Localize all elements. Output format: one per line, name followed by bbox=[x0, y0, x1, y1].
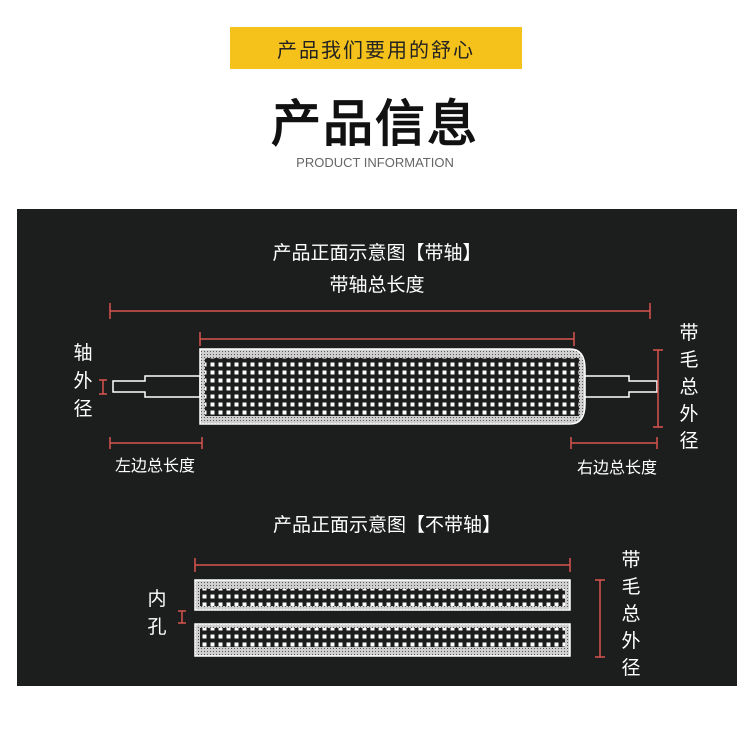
diagram-canvas: 产品正面示意图【带轴】 带轴总长度 轴 外 径 bbox=[73, 242, 698, 679]
shaft-diameter-char-2: 外 bbox=[73, 370, 92, 392]
caption-with-shaft: 产品正面示意图【带轴】 bbox=[272, 242, 481, 264]
total-length-dimension bbox=[109, 303, 651, 319]
caption-without-shaft: 产品正面示意图【不带轴】 bbox=[273, 514, 501, 536]
brush-diameter-char-5: 径 bbox=[679, 430, 698, 452]
brush-length-dimension-2 bbox=[194, 558, 571, 572]
brush-diameter-dimension bbox=[653, 349, 663, 428]
right-length-dimension bbox=[570, 437, 658, 449]
brush-diameter2-char-4: 外 bbox=[621, 630, 640, 652]
total-length-label: 带轴总长度 bbox=[329, 274, 424, 296]
left-length-dimension bbox=[109, 437, 203, 449]
inner-hole-char-2: 孔 bbox=[147, 616, 166, 638]
tagline-text: 产品我们要用的舒心 bbox=[277, 37, 475, 62]
inner-hole-dimension bbox=[178, 610, 186, 624]
brush-tube-bottom bbox=[194, 623, 571, 657]
brush-tube-top bbox=[194, 579, 571, 611]
page-title: 产品信息 bbox=[271, 95, 479, 153]
brush-diameter-char-4: 外 bbox=[679, 403, 698, 425]
inner-hole-char-1: 内 bbox=[147, 588, 166, 610]
brush-diameter-char-3: 总 bbox=[679, 376, 698, 398]
left-shaft bbox=[112, 375, 201, 398]
brush-diameter2-char-1: 带 bbox=[621, 549, 640, 571]
shaft-diameter-dimension bbox=[99, 379, 107, 395]
right-shaft bbox=[576, 375, 658, 398]
brush-length-dimension bbox=[199, 332, 575, 346]
shaft-diameter-char-3: 径 bbox=[73, 398, 92, 420]
page-subtitle: PRODUCT INFORMATION bbox=[296, 155, 454, 170]
left-length-label: 左边总长度 bbox=[115, 456, 195, 475]
brush-roller bbox=[199, 348, 586, 425]
brush-diameter2-char-3: 总 bbox=[621, 603, 640, 625]
brush-diameter2-char-2: 毛 bbox=[621, 576, 640, 598]
brush-diameter-char-2: 毛 bbox=[679, 349, 698, 371]
brush-diameter2-char-5: 径 bbox=[621, 657, 640, 679]
right-length-label: 右边总长度 bbox=[577, 458, 657, 477]
brush-diameter-dimension-2 bbox=[595, 579, 605, 658]
diagram-panel: 产品正面示意图【带轴】 带轴总长度 轴 外 径 bbox=[17, 209, 737, 686]
tagline-banner: 产品我们要用的舒心 bbox=[230, 27, 522, 69]
shaft-diameter-char-1: 轴 bbox=[73, 342, 92, 364]
brush-diameter-char-1: 带 bbox=[679, 322, 698, 344]
